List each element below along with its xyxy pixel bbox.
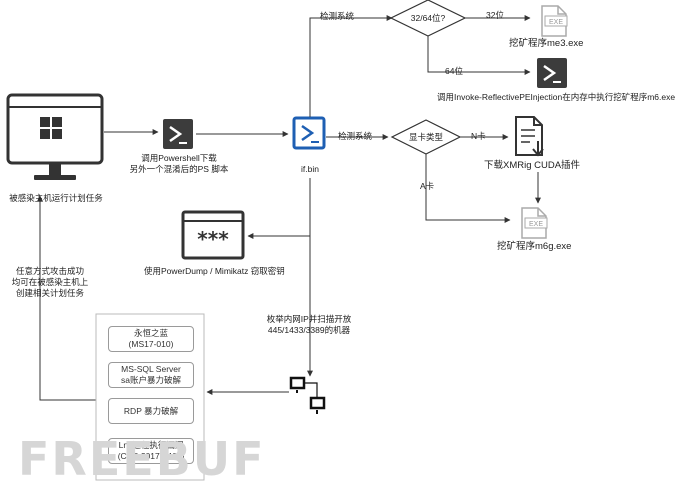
powershell-icon [163, 119, 193, 149]
windows-monitor-icon [6, 93, 104, 180]
check-system-label: 检测系统 [338, 131, 373, 141]
infected-host-label: 被感染主机运行计划任务 [9, 193, 103, 203]
powerdump-label: 使用PowerDump / Mimikatz 窃取密钥 [144, 266, 285, 276]
svg-text:EXE: EXE [529, 221, 543, 228]
scan-label: 枚举内网IP并扫描开放 445/1433/3389的机器 [266, 314, 352, 335]
network-computers-icon [289, 376, 326, 414]
arch-decision-label: 32/64位? [410, 13, 446, 23]
ifbin-label: if.bin [301, 164, 319, 174]
miner-me3-label: 挖矿程序me3.exe [509, 38, 584, 49]
file-icon: EXE [521, 207, 548, 239]
miner-m6-label: 调用Invoke-ReflectivePEInjection在内存中执行挖矿程序… [437, 92, 676, 102]
edge-64-label: 64位 [445, 66, 463, 76]
password-window-icon: *** [181, 210, 245, 260]
edge-n-label: N卡 [471, 131, 486, 141]
check-system-label: 检测系统 [320, 11, 355, 21]
download-file-icon [515, 116, 544, 157]
download-xmrig-label: 下载XMRig CUDA插件 [484, 160, 581, 171]
edge-32-label: 32位 [486, 10, 504, 20]
attack-success-label: 任意方式攻击成功 均可在被感染主机上 创建相关计划任务 [11, 266, 89, 298]
miner-m6g-label: 挖矿程序m6g.exe [497, 241, 572, 252]
svg-text:***: *** [197, 227, 229, 251]
edge-a-label: A卡 [420, 181, 435, 191]
watermark-logo: FREEBUF [18, 432, 266, 486]
attack-eternalblue: 永恒之蓝(MS17-010) [108, 326, 194, 352]
ifbin-powershell-icon [292, 116, 326, 150]
powershell-label: 调用Powershell下载 另外一个混淆后的PS 脚本 [129, 153, 229, 174]
file-icon: EXE [541, 5, 568, 37]
attack-lnk: Lnk远程执行漏洞(CVE-2017-8464) [108, 438, 194, 464]
svg-text:EXE: EXE [549, 19, 563, 26]
powershell-icon [537, 58, 567, 88]
gpu-decision-label: 显卡类型 [408, 132, 443, 142]
attack-rdp: RDP 暴力破解 [108, 398, 194, 424]
